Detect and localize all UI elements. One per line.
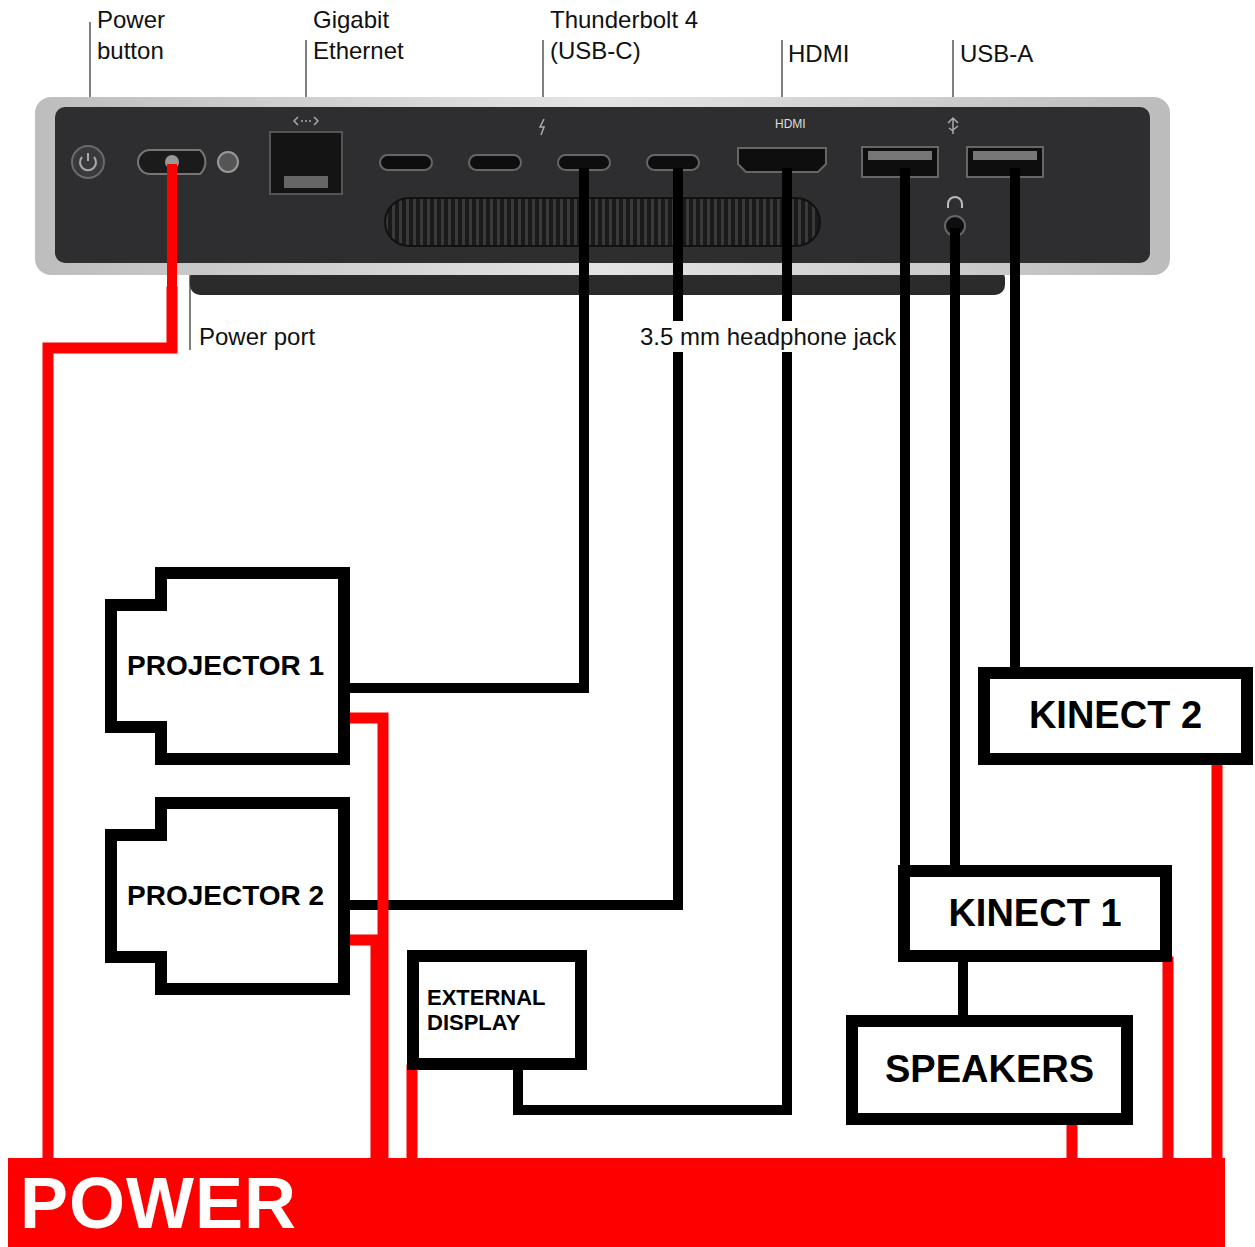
device-box: KINECT 1 [898,865,1172,962]
port-label: Gigabit Ethernet [311,4,455,66]
power-cable [1212,765,1223,1158]
port-label: Power port [197,321,317,352]
node-label: PROJECTOR 1 [127,650,324,682]
device-body [35,97,1170,275]
port-label: USB-A [958,38,1035,69]
power-cable [1163,962,1174,1158]
projector-box: PROJECTOR 1 [105,567,350,765]
signal-cable [350,292,584,688]
device-box: SPEAKERS [846,1015,1133,1125]
port-label: Power button [95,4,199,66]
signal-cable [958,962,968,1015]
port-label: 3.5 mm headphone jack [638,321,898,352]
power-cable [1067,1125,1078,1158]
display-box: EXTERNAL DISPLAY [407,950,587,1070]
signal-cable [950,292,960,865]
mac-mini-unit: HDMI [35,97,1170,292]
node-label: POWER [20,1167,297,1239]
power-cable [350,940,376,1158]
node-label: EXTERNAL DISPLAY [427,985,567,1036]
signal-cable [900,292,910,865]
node-label: SPEAKERS [885,1048,1094,1092]
power-band: POWER [8,1158,1225,1247]
ethernet-port [270,132,342,194]
port-label: HDMI [786,38,851,69]
node-label: KINECT 2 [1029,694,1202,738]
power-cable [350,718,383,1158]
power-cable [407,1070,418,1158]
signal-cable [350,292,678,905]
node-label: KINECT 1 [948,892,1121,936]
device-box: KINECT 2 [978,667,1253,765]
node-label: PROJECTOR 2 [127,880,324,912]
port-marking: HDMI [775,118,806,132]
thunderbolt-ports [380,155,699,170]
power-button [72,146,104,178]
port-label: Thunderbolt 4 (USB-C) [548,4,752,66]
cable-stubs [584,168,1015,293]
power-stub [167,164,177,293]
vent [385,198,820,246]
signal-cable [1010,292,1020,667]
projector-box: PROJECTOR 2 [105,797,350,995]
device-face [55,107,1150,263]
